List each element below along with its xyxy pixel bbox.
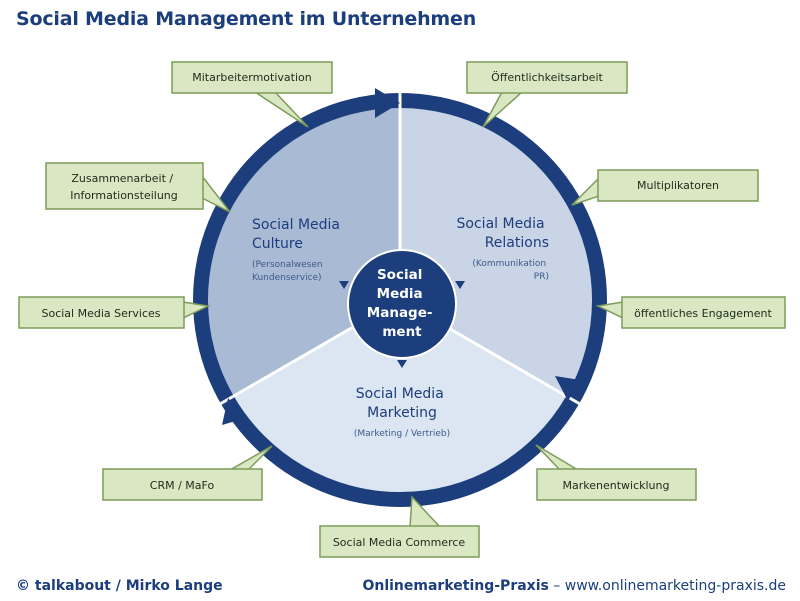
callout-engagement: öffentliches Engagement (595, 296, 786, 329)
callout-label: Zusammenarbeit / (71, 172, 173, 185)
source-brand: Onlinemarketing-Praxis (362, 578, 549, 594)
segment-relations-sub: (Kommunikation PR) (472, 259, 549, 282)
callout-pointer (535, 444, 581, 471)
callout-box (536, 468, 697, 501)
ring-arrow-right-icon (555, 376, 580, 401)
callout-pointer (252, 91, 309, 128)
svg-text:CRM / MaFo: CRM / MaFo (150, 479, 215, 492)
callout-box (466, 61, 628, 94)
callout-label: Informationsteilung (70, 189, 178, 202)
svg-text:Markenentwicklung: Markenentwicklung (563, 479, 670, 492)
segment-marketing-sub: (Marketing / Vertrieb) (354, 429, 450, 439)
callout-box (621, 296, 786, 329)
segment-marketing-title: Social Media Marketing (356, 386, 448, 421)
center-label: Social Media Manage- ment (367, 267, 437, 340)
callout-markenentwicklung: Markenentwicklung (535, 444, 697, 501)
svg-text:Öffentlichkeitsarbeit: Öffentlichkeitsarbeit (491, 71, 603, 84)
svg-text:Social Media Commerce: Social Media Commerce (333, 536, 466, 549)
center-circle (347, 249, 457, 359)
callout-label: Social Media Services (41, 307, 160, 320)
center-line: ment (382, 324, 422, 340)
callout-box (319, 525, 480, 558)
callout-services: Social Media Services (18, 296, 211, 329)
copyright-credit: © talkabout / Mirko Lange (16, 578, 223, 594)
segment-relations-title: Social Media Relations (457, 216, 549, 251)
source-credit: Onlinemarketing-Praxis – www.onlinemarke… (362, 578, 786, 594)
source-url: – www.onlinemarketing-praxis.de (548, 578, 786, 594)
segment-culture-title: Social Media Culture (252, 217, 344, 252)
center-line: Manage- (367, 305, 433, 321)
svg-text:Social Media Services: Social Media Services (41, 307, 160, 320)
callout-label: Markenentwicklung (563, 479, 670, 492)
callout-label: öffentliches Engagement (634, 307, 772, 320)
callout-label: Öffentlichkeitsarbeit (491, 71, 603, 84)
svg-text:Multiplikatoren: Multiplikatoren (637, 179, 719, 192)
center-line: Media (377, 286, 423, 302)
ring-arrow-left-icon (222, 398, 246, 425)
center-arrow-left-icon (339, 281, 349, 289)
callout-box (102, 468, 263, 501)
svg-text:Mitarbeitermotivation: Mitarbeitermotivation (192, 71, 312, 84)
callout-box (18, 296, 185, 329)
callout-box (597, 169, 759, 202)
callout-pointer (227, 445, 273, 471)
callout-crm: CRM / MaFo (102, 445, 273, 501)
callout-multiplikatoren: Multiplikatoren (571, 169, 759, 206)
segment-culture-sub: (Personalwesen Kundenservice) (252, 260, 325, 283)
center-arrow-right-icon (455, 281, 465, 289)
center-line: Social (377, 267, 422, 283)
callout-mitarbeitermotivation: Mitarbeitermotivation (171, 61, 333, 128)
callout-zusammenarbeit: Zusammenarbeit / Informationsteilung (45, 162, 231, 213)
callout-label: Social Media Commerce (333, 536, 466, 549)
ring-arrow-top-icon (375, 88, 400, 118)
svg-text:Zusammenarbeit / Informa: Zusammenarbeit / Informationsteilung (70, 172, 178, 202)
page-title: Social Media Management im Unternehmen (16, 8, 477, 30)
callout-box (45, 162, 204, 210)
callout-commerce: Social Media Commerce (319, 495, 480, 558)
callout-box (171, 61, 333, 94)
svg-text:öffentliches Engagement: öffentliches Engagement (634, 307, 772, 320)
center-arrow-bottom-icon (397, 360, 407, 368)
callout-oeffentlichkeitsarbeit: Öffentlichkeitsarbeit (466, 61, 628, 128)
callout-label: CRM / MaFo (150, 479, 215, 492)
callout-label: Multiplikatoren (637, 179, 719, 192)
callout-label: Mitarbeitermotivation (192, 71, 312, 84)
